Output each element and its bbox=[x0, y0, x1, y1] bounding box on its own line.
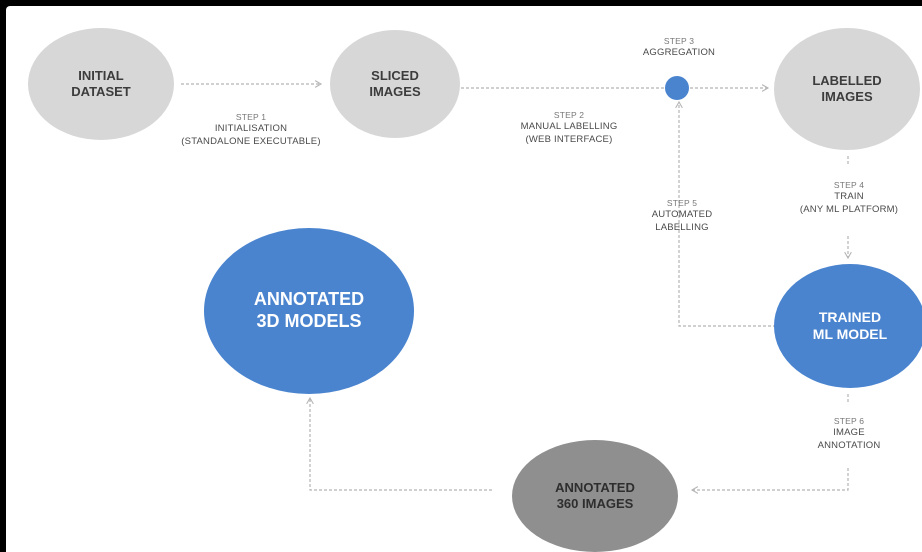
node-sliced-images: SLICED IMAGES bbox=[330, 30, 460, 138]
step5-number: STEP 5 bbox=[666, 198, 698, 208]
step2-line1: MANUAL LABELLING bbox=[520, 121, 618, 133]
node-labelled-images: LABELLED IMAGES bbox=[774, 28, 920, 150]
node-trained-model: TRAINED ML MODEL bbox=[774, 264, 922, 388]
step3-label: STEP 3 AGGREGATION bbox=[624, 36, 734, 60]
step4-line1: TRAIN bbox=[834, 191, 864, 203]
node-annotated-3d-line2: 3D MODELS bbox=[256, 311, 362, 331]
step4-label: STEP 4 TRAIN (ANY ML PLATFORM) bbox=[778, 180, 920, 217]
node-trained-model-line1: TRAINED bbox=[818, 309, 882, 326]
step3-line1: AGGREGATION bbox=[642, 47, 716, 59]
node-trained-model-line2: ML MODEL bbox=[812, 326, 888, 342]
node-annotated-3d-models: ANNOTATED 3D MODELS bbox=[204, 228, 414, 394]
node-initial-dataset: INITIAL DATASET bbox=[28, 28, 174, 140]
step3-number: STEP 3 bbox=[663, 36, 695, 46]
node-labelled-images-line2: IMAGES bbox=[821, 89, 873, 104]
step1-line1: INITIALISATION bbox=[214, 123, 288, 135]
step6-line2: ANNOTATION bbox=[817, 440, 881, 452]
node-annotated-360-line2: 360 IMAGES bbox=[556, 496, 634, 511]
connector-layer bbox=[181, 80, 852, 494]
node-labelled-images-line1: LABELLED bbox=[812, 73, 882, 89]
aggregation-dot bbox=[665, 76, 689, 100]
connector-model-to-aggregation bbox=[675, 100, 776, 327]
step2-line2: (WEB INTERFACE) bbox=[525, 134, 613, 146]
step1-label: STEP 1 INITIALISATION (STANDALONE EXECUT… bbox=[156, 112, 346, 149]
step6-line1: IMAGE bbox=[833, 427, 865, 439]
step1-number: STEP 1 bbox=[235, 112, 267, 122]
node-annotated-360-line1: ANNOTATED bbox=[555, 480, 635, 496]
step5-line2: LABELLING bbox=[655, 222, 709, 234]
step2-number: STEP 2 bbox=[553, 110, 585, 120]
step6-number: STEP 6 bbox=[833, 416, 865, 426]
connector-360-to-3d bbox=[306, 396, 492, 491]
node-sliced-images-line1: SLICED bbox=[371, 68, 419, 84]
step4-line2: (ANY ML PLATFORM) bbox=[799, 204, 899, 216]
node-annotated-360-images: ANNOTATED 360 IMAGES bbox=[512, 440, 678, 552]
node-initial-dataset-line2: DATASET bbox=[71, 84, 131, 99]
step2-label: STEP 2 MANUAL LABELLING (WEB INTERFACE) bbox=[494, 110, 644, 147]
step5-line1: AUTOMATED bbox=[651, 209, 713, 221]
step4-number: STEP 4 bbox=[833, 180, 865, 190]
diagram-canvas: INITIAL DATASET SLICED IMAGES LABELLED I… bbox=[6, 6, 922, 552]
connector-annotation-to-360 bbox=[690, 468, 849, 494]
step6-label: STEP 6 IMAGE ANNOTATION bbox=[794, 416, 904, 453]
node-initial-dataset-line1: INITIAL bbox=[78, 68, 124, 84]
node-annotated-3d-line1: ANNOTATED bbox=[253, 289, 365, 310]
step1-line2: (STANDALONE EXECUTABLE) bbox=[181, 136, 321, 148]
node-sliced-images-line2: IMAGES bbox=[369, 84, 421, 99]
step5-label: STEP 5 AUTOMATED LABELLING bbox=[622, 198, 742, 235]
